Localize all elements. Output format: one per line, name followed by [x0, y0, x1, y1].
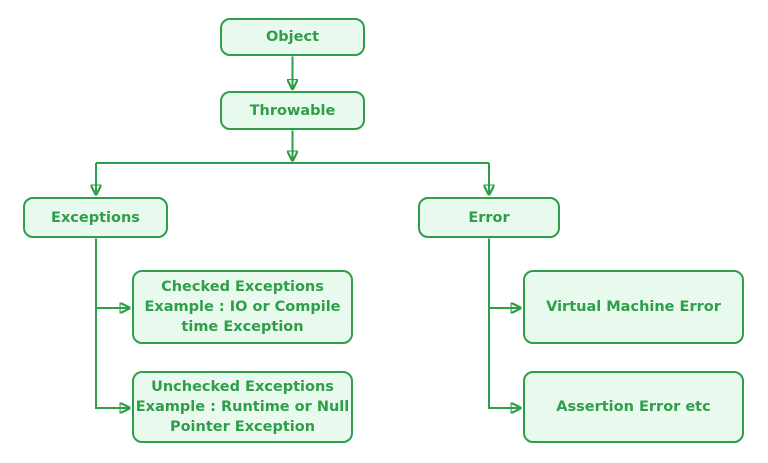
- node-exceptions-label: Exceptions: [51, 209, 140, 226]
- node-exceptions: Exceptions: [23, 197, 168, 238]
- node-object: Object: [220, 18, 365, 56]
- node-assertion-error-label: Assertion Error etc: [556, 399, 711, 415]
- node-unchecked-exceptions-line1: Unchecked Exceptions: [151, 379, 334, 395]
- node-throwable-label: Throwable: [249, 102, 336, 119]
- node-throwable: Throwable: [220, 91, 365, 130]
- node-checked-exceptions-line2: Example : IO or Compile: [144, 299, 341, 315]
- node-checked-exceptions: Checked Exceptions Example : IO or Compi…: [132, 270, 353, 344]
- edge-exceptions-unchecked: [95, 238, 131, 409]
- node-unchecked-exceptions: Unchecked Exceptions Example : Runtime o…: [132, 371, 353, 443]
- node-checked-exceptions-line3: time Exception: [181, 319, 304, 335]
- node-virtual-machine-error: Virtual Machine Error: [523, 270, 744, 344]
- edge-error-assertion: [488, 238, 522, 409]
- node-virtual-machine-error-label: Virtual Machine Error: [546, 299, 721, 315]
- node-unchecked-exceptions-line2: Example : Runtime or Null: [135, 399, 350, 415]
- node-checked-exceptions-line1: Checked Exceptions: [161, 279, 324, 295]
- node-assertion-error: Assertion Error etc: [523, 371, 744, 443]
- node-object-label: Object: [265, 29, 320, 45]
- node-unchecked-exceptions-line3: Pointer Exception: [169, 419, 316, 435]
- node-error: Error: [418, 197, 560, 238]
- node-error-label: Error: [468, 209, 510, 226]
